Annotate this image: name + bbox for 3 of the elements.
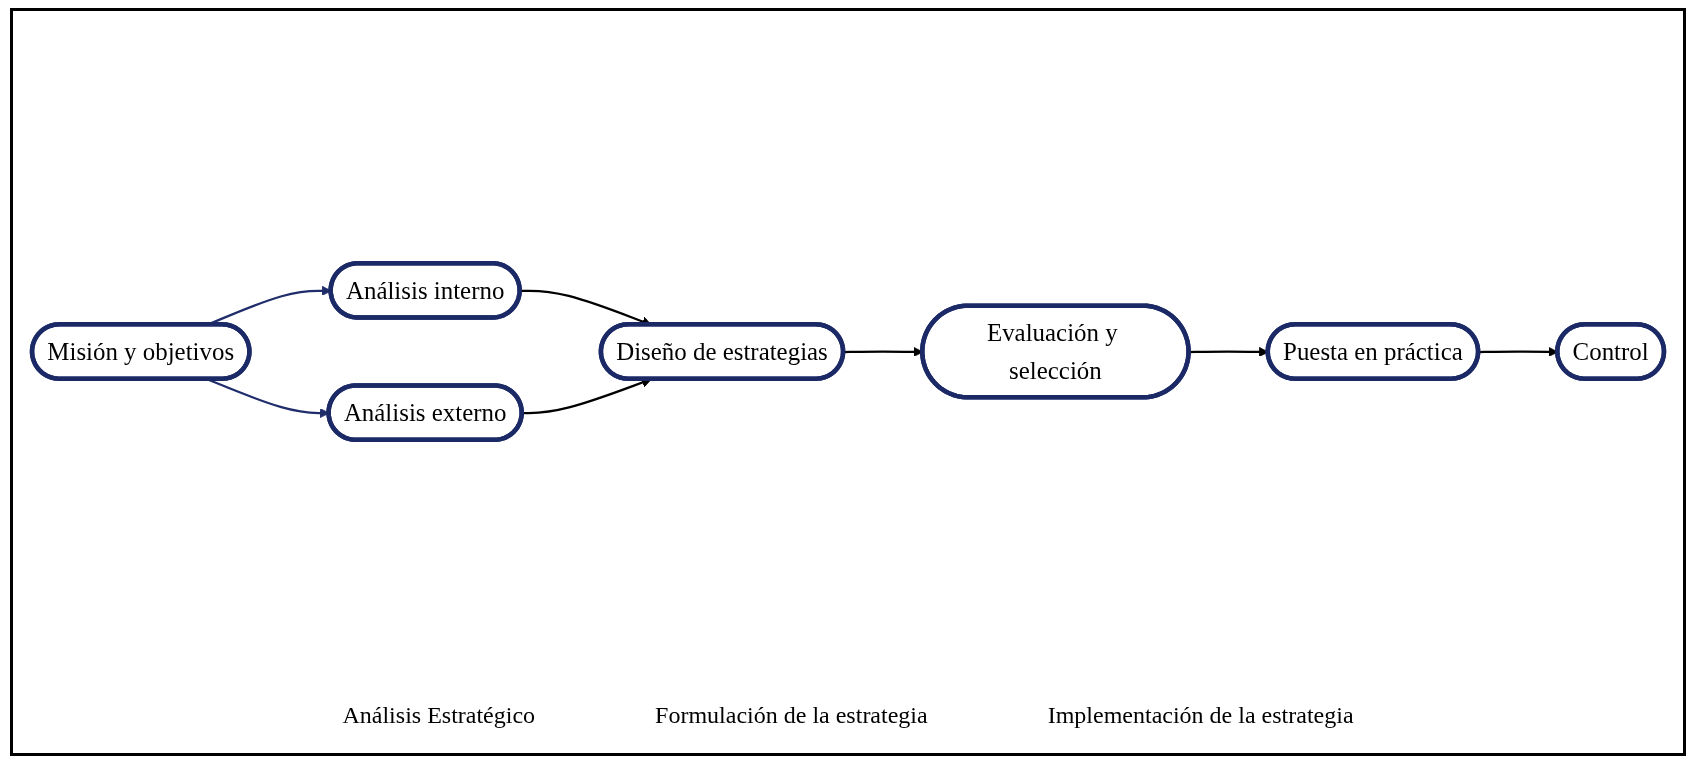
group-caption: Formulación de la estrategia — [655, 702, 928, 729]
group-caption: Análisis Estratégico — [342, 702, 536, 729]
group-caption: Implementación de la estrategia — [1047, 702, 1354, 729]
